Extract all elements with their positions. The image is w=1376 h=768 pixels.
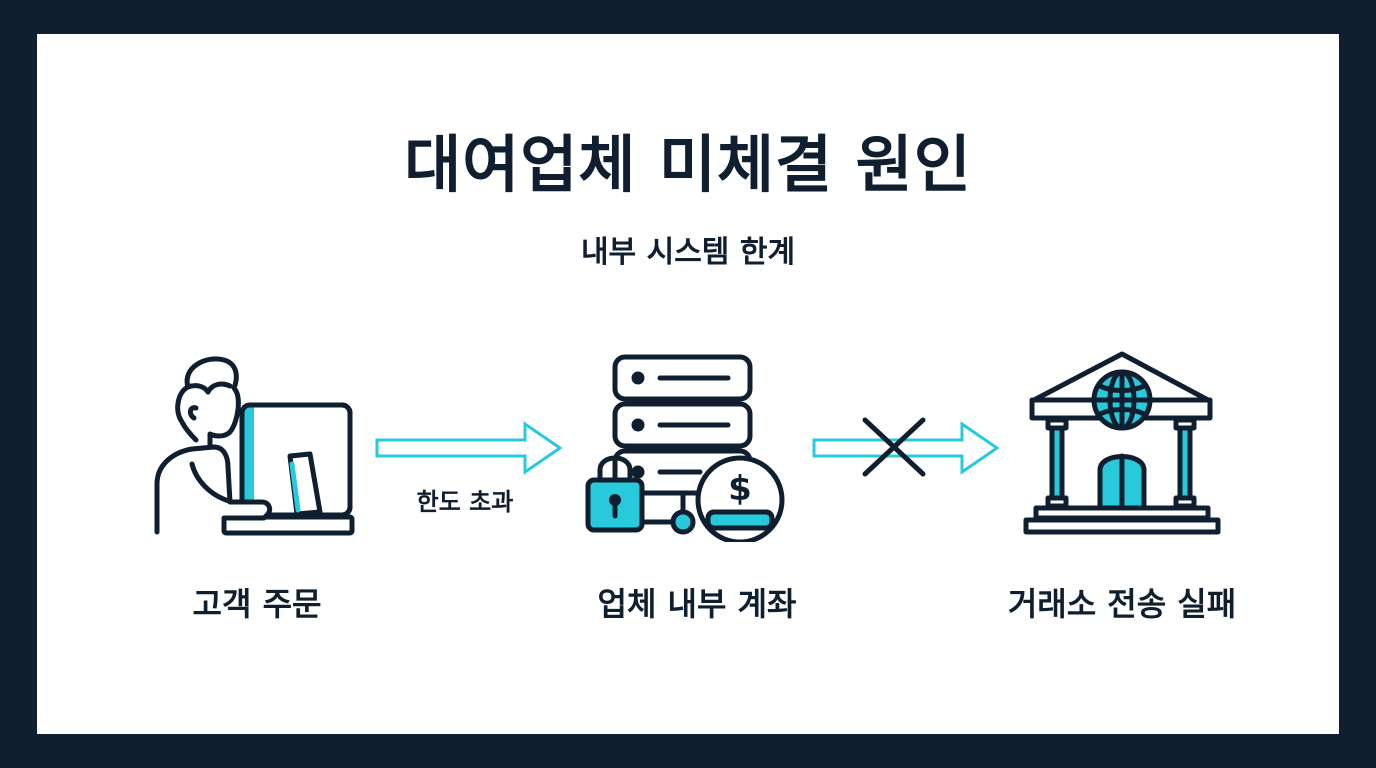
diagram-subtitle: 내부 시스템 한계	[580, 235, 796, 270]
server-lock-dollar-icon: $	[585, 354, 785, 542]
node-label-customer: 고객 주문	[192, 585, 322, 623]
diagram-title: 대여업체 미체결 원인	[404, 128, 972, 201]
arrow-internal-to-exchange-blocked	[812, 421, 1000, 475]
blocked-x-icon	[862, 417, 926, 477]
node-label-internal: 업체 내부 계좌	[597, 585, 797, 623]
bank-globe-icon	[1023, 351, 1221, 535]
edge-label-limit-exceeded: 한도 초과	[416, 488, 514, 516]
arrow-customer-to-internal	[375, 421, 563, 475]
user-at-computer-icon	[154, 356, 355, 536]
svg-text:$: $	[728, 469, 752, 509]
diagram-card: 대여업체 미체결 원인 내부 시스템 한계 한도 초과	[37, 34, 1339, 734]
node-label-exchange: 거래소 전송 실패	[1007, 585, 1237, 623]
